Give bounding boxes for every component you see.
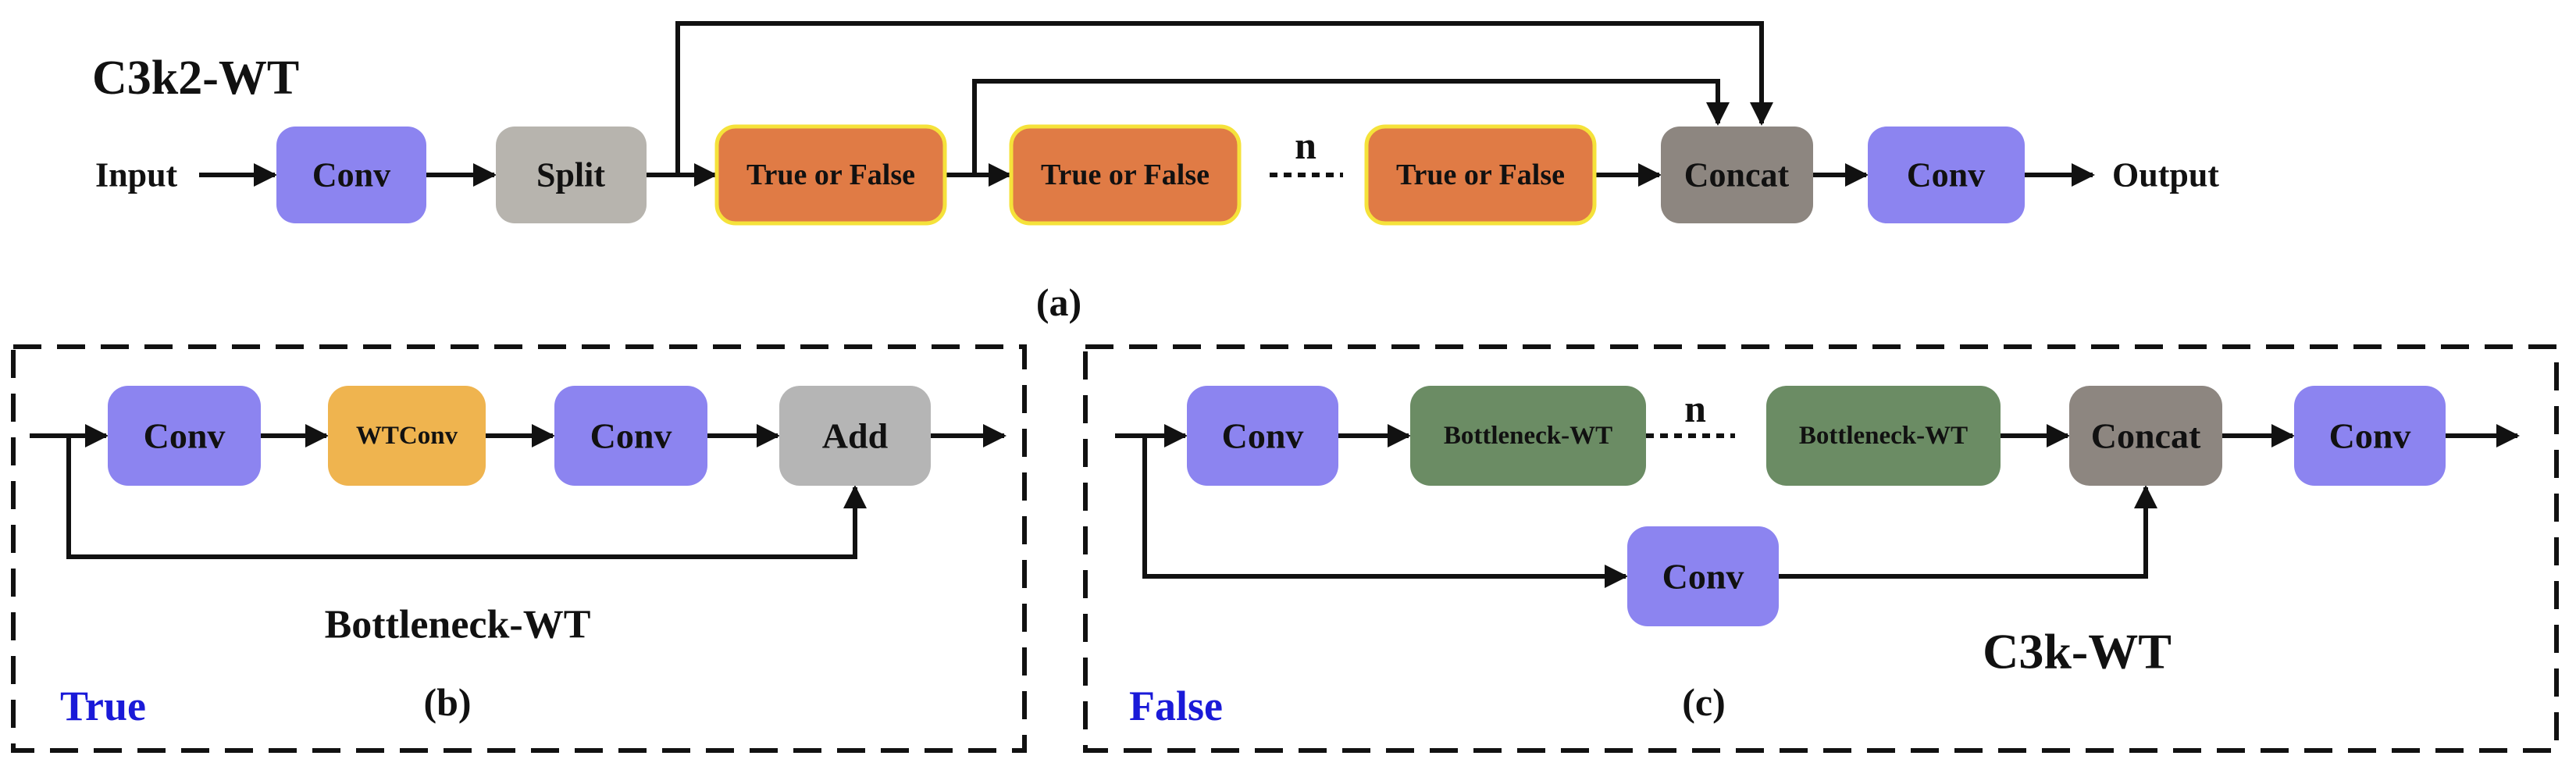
selector-node-2 xyxy=(1009,124,1242,226)
add-node xyxy=(779,386,931,486)
input-label: Input xyxy=(95,156,178,194)
bottleneck-label-1: Bottleneck-WT xyxy=(1444,422,1612,450)
panel-b-connectors xyxy=(30,424,1007,559)
selector-node-1 xyxy=(714,124,947,226)
skip-split-concat xyxy=(675,21,1773,175)
conv-label-a1: Conv xyxy=(312,156,390,194)
panel-a: C3k2-WT Input Conv Split True or False T… xyxy=(92,21,2219,324)
branch-conv-concat xyxy=(1779,485,2157,579)
n-label-a: n xyxy=(1295,123,1317,167)
wtconv-node xyxy=(328,386,486,486)
concat-label-a: Concat xyxy=(1684,156,1790,194)
n-label-c: n xyxy=(1684,387,1706,430)
caption-a: (a) xyxy=(1036,280,1081,324)
conv-label-c2: Conv xyxy=(2329,416,2411,456)
conv-node-b2 xyxy=(554,386,707,486)
bottleneck-wt-name: Bottleneck-WT xyxy=(325,603,591,647)
panel-c-border xyxy=(1083,344,2559,753)
output-label: Output xyxy=(2112,156,2219,194)
panel-a-connectors xyxy=(199,21,2095,187)
selector-node-3 xyxy=(1364,124,1597,226)
split-label: Split xyxy=(536,156,605,194)
conv-node-branch xyxy=(1627,526,1779,626)
split-node xyxy=(496,127,647,223)
concat-node-c xyxy=(2069,386,2222,486)
conv-node-c2 xyxy=(2294,386,2446,486)
panel-b-border xyxy=(11,344,1027,753)
bottleneck-label-2: Bottleneck-WT xyxy=(1799,422,1968,450)
conv-node-b1 xyxy=(108,386,261,486)
panel-b: Conv WTConv Conv Add Bottleneck-WT True … xyxy=(11,344,1027,753)
panel-a-title: C3k2-WT xyxy=(92,52,299,105)
concat-label-c: Concat xyxy=(2091,416,2201,456)
conv-label-b2: Conv xyxy=(590,416,672,456)
residual-b xyxy=(66,436,867,559)
caption-c: (c) xyxy=(1682,680,1726,724)
selector-label-3: True or False xyxy=(1396,159,1565,191)
caption-b: (b) xyxy=(423,680,471,724)
conv-node-c1 xyxy=(1187,386,1338,486)
selector-label-1: True or False xyxy=(746,159,915,191)
conv-label-a2: Conv xyxy=(1907,156,1985,194)
selector-label-2: True or False xyxy=(1041,159,1210,191)
add-label: Add xyxy=(822,416,889,456)
conv-label-b1: Conv xyxy=(144,416,226,456)
skip-selector1-concat xyxy=(972,79,1730,175)
bottleneck-node-2 xyxy=(1766,386,2001,486)
panel-c-connectors xyxy=(1115,424,2520,588)
bottleneck-node-1 xyxy=(1410,386,1646,486)
conv-node-a2 xyxy=(1868,127,2025,223)
branch-in-conv xyxy=(1142,436,1628,588)
concat-node-a xyxy=(1661,127,1813,223)
conv-label-c1: Conv xyxy=(1222,416,1304,456)
true-flag: True xyxy=(60,683,146,729)
panel-c: Conv Bottleneck-WT n Bottleneck-WT Conca… xyxy=(1083,344,2559,753)
false-flag: False xyxy=(1129,683,1223,729)
conv-node-a1 xyxy=(276,127,426,223)
c3k-wt-name: C3k-WT xyxy=(1983,624,2172,679)
wtconv-label: WTConv xyxy=(356,422,458,450)
conv-label-branch: Conv xyxy=(1662,557,1744,597)
